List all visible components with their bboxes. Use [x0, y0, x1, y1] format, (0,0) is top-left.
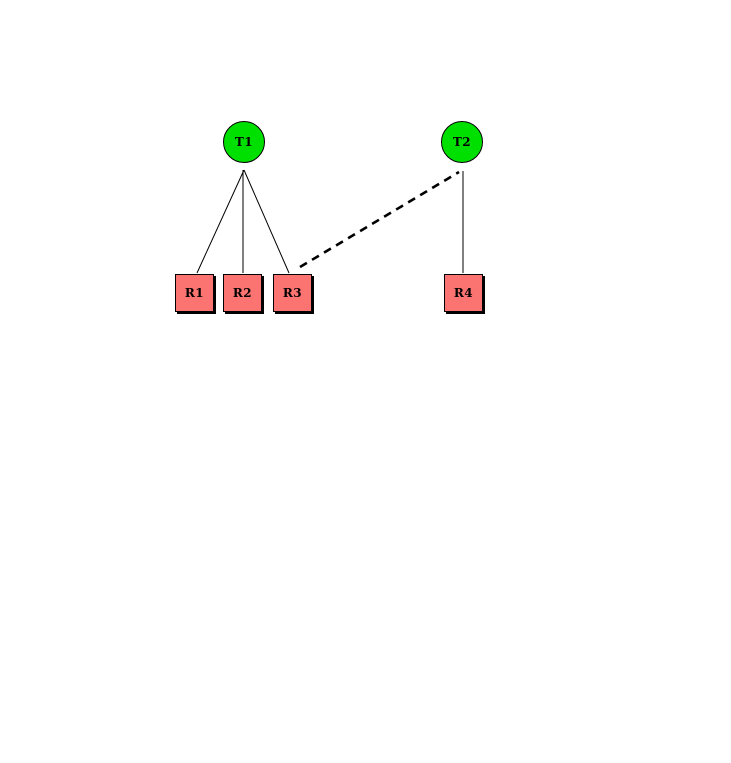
node-label-R4: R4	[453, 286, 474, 300]
node-label-R3: R3	[282, 286, 303, 300]
node-label-R1: R1	[184, 286, 205, 300]
edge-T1-R1	[196, 169, 245, 274]
node-R4: R4	[444, 274, 483, 312]
node-R1: R1	[175, 274, 214, 312]
node-T1: T1	[223, 121, 265, 163]
edge-R3-T2-dashed	[299, 170, 460, 269]
node-T2: T2	[441, 121, 483, 163]
node-label-R2: R2	[232, 286, 253, 300]
node-R3: R3	[273, 274, 312, 312]
node-R2: R2	[223, 274, 262, 312]
node-label-T1: T1	[234, 135, 254, 149]
node-label-T2: T2	[452, 135, 472, 149]
edge-T1-R3	[243, 169, 290, 274]
